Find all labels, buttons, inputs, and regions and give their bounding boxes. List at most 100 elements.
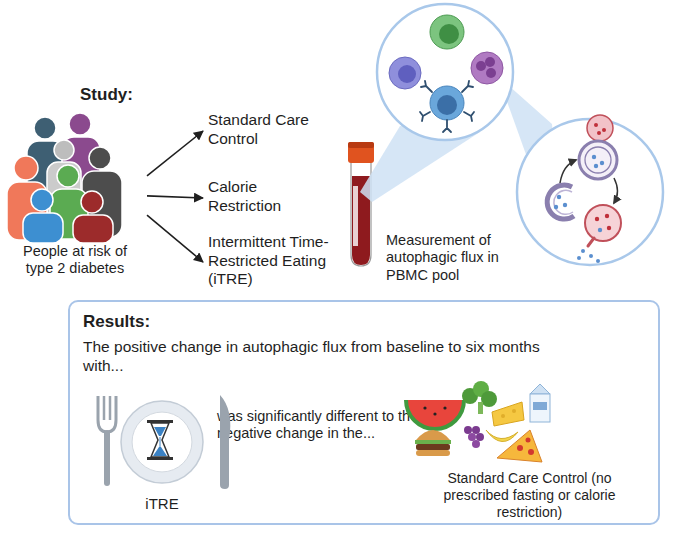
blood-tube-part	[351, 162, 371, 266]
pbmc-circle-part	[430, 15, 464, 49]
pbmc-circle-part	[486, 68, 496, 78]
pbmc-circle-part	[398, 65, 416, 83]
food-illustration-part	[416, 450, 450, 456]
people-illustration-part	[89, 147, 111, 169]
food-illustration-part	[476, 433, 484, 441]
pbmc-circle-part	[439, 24, 459, 44]
autophagy-circle	[517, 115, 663, 265]
blood-tube	[348, 142, 374, 266]
people-illustration-part	[50, 189, 88, 239]
food-illustration-part	[416, 430, 450, 440]
arm-label: Intermittent Time-Restricted Eating (iTR…	[208, 233, 348, 291]
people-illustration-part	[62, 137, 100, 207]
zoom-beam	[480, 60, 562, 255]
autophagy-circle-part	[597, 131, 601, 135]
people-illustration-part	[31, 189, 53, 211]
results-text: was significantly different to the negat…	[217, 408, 422, 443]
arm-arrow	[147, 215, 203, 262]
autophagy-circle-part	[588, 238, 594, 246]
people-illustration-part	[47, 162, 81, 222]
autophagy-circle-part	[607, 226, 611, 230]
cutlery-icon	[98, 395, 230, 489]
food-illustration-part	[497, 430, 542, 462]
people-illustration-part	[81, 191, 103, 213]
autophagy-circle-part	[614, 178, 618, 203]
autophagy-circle-part	[547, 185, 574, 219]
food-illustration-part	[517, 445, 523, 451]
food-illustration-part	[481, 391, 497, 407]
arm-label: Standard Care Control	[208, 111, 338, 151]
autophagy-circle-part	[595, 217, 599, 221]
autophagy-circle-part	[592, 155, 596, 159]
food-illustration-part	[462, 388, 478, 404]
autophagy-circle-part	[605, 214, 609, 218]
food-illustration-part	[468, 433, 476, 441]
food-illustration-part	[486, 430, 518, 442]
people-illustration-part	[23, 213, 63, 243]
food-illustration	[406, 381, 550, 462]
food-illustration-part	[492, 402, 524, 426]
food-illustration-part	[472, 440, 480, 448]
food-illustration-part	[533, 402, 547, 410]
people-illustration-part	[73, 215, 113, 243]
pbmc-circle-part	[420, 81, 474, 132]
food-illustration-part	[530, 394, 550, 422]
food-illustration-part	[472, 426, 480, 434]
pbmc-circle	[377, 4, 513, 140]
food-illustration-part	[530, 384, 550, 394]
diet-label: Standard Care Control (no prescribed fas…	[427, 470, 632, 520]
autophagy-circle-part	[560, 160, 576, 183]
food-illustration-part	[464, 426, 472, 434]
people-illustration-part	[57, 165, 79, 187]
blood-tube-part	[353, 186, 358, 246]
food-illustration-part	[501, 414, 505, 418]
food-illustration-part	[416, 444, 450, 450]
blood-tube-part	[352, 176, 370, 265]
food-illustration-part	[478, 402, 483, 414]
autophagy-circle-part	[585, 205, 621, 241]
people-illustration-part	[14, 156, 38, 180]
plate-label: iTRE	[120, 495, 204, 513]
autophagy-circle-part	[587, 115, 613, 141]
people-illustration-part	[34, 117, 56, 139]
autophagy-circle-part	[602, 128, 606, 132]
pbmc-circle-part	[476, 61, 486, 71]
autophagy-circle-part	[589, 254, 593, 258]
group-label: People at risk of type 2 diabetes	[10, 243, 140, 278]
plate-rim	[121, 401, 203, 483]
results-box: Results: The positive change in autophagi…	[68, 300, 660, 525]
results-text: The positive change in autophagic flux f…	[83, 338, 583, 375]
blood-sample: Measurement of autophagic flux in PBMC p…	[340, 135, 540, 275]
food-illustration-part	[512, 409, 516, 413]
section-heading: Results:	[83, 312, 203, 332]
arm-label: Calorie Restriction	[208, 178, 338, 218]
food-illustration-part	[415, 440, 451, 444]
autophagy-circle-part	[581, 249, 585, 253]
people-illustration-part	[7, 182, 47, 240]
pbmc-circle-part	[389, 57, 421, 89]
people-illustration-part	[82, 171, 122, 237]
cutlery-icon-part	[104, 396, 110, 420]
cutlery-icon-part	[98, 396, 116, 432]
people-illustration	[7, 113, 122, 243]
autophagy-circle-part	[557, 195, 561, 199]
study-group: Study:People at risk of type 2 diabetes	[5, 85, 145, 305]
blood-tube-part	[348, 142, 374, 148]
pbmc-circle-part	[377, 4, 513, 140]
food-illustration-part	[473, 381, 489, 397]
arm-arrow	[147, 131, 203, 176]
zoom-beam	[360, 126, 480, 202]
food-illustration-part	[443, 406, 446, 409]
cutlery-icon-part	[104, 430, 110, 486]
section-heading: Study:	[80, 85, 150, 105]
autophagy-circle-part	[585, 147, 611, 173]
control-diet: Standard Care Control (no prescribed fas…	[397, 384, 662, 524]
pbmc-circle-part	[471, 52, 503, 84]
food-illustration-part	[526, 438, 531, 443]
autophagy-circle-part	[554, 190, 573, 214]
arm-text: Intermittent Time-Restricted Eating (iTR…	[208, 233, 346, 289]
autophagy-circle-part	[517, 119, 663, 265]
arm-text: Calorie Restriction	[208, 178, 333, 215]
autophagy-circle-part	[594, 164, 598, 168]
